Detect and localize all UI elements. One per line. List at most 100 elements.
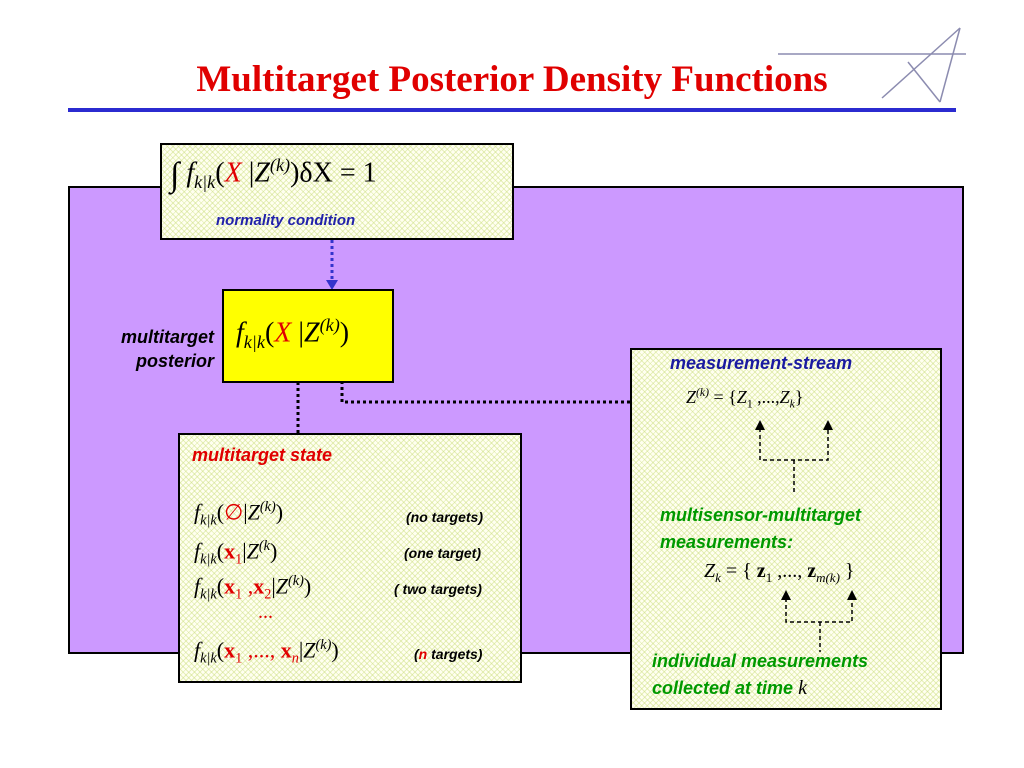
measurement-set-equation: Zk = { z1 ,..., zm(k) } xyxy=(704,560,855,586)
x1-subscript: 1 xyxy=(235,650,243,667)
zm-symbol: z xyxy=(807,560,817,582)
multisensor-line-1: multisensor-multitarget xyxy=(660,505,862,525)
bar: | xyxy=(298,637,304,663)
multisensor-line-2: measurements: xyxy=(660,532,794,552)
bar: | xyxy=(271,573,276,599)
Z-superscript: (k xyxy=(258,538,270,554)
xn-subscript: n xyxy=(291,650,299,667)
Z1-symbol: Z xyxy=(736,387,747,407)
comma: , xyxy=(242,573,254,599)
paren-close: ) xyxy=(339,317,350,349)
paren-open: ( xyxy=(216,637,225,663)
Z-symbol: Z xyxy=(686,387,697,407)
empty-set-symbol: ∅ xyxy=(224,499,244,525)
Z-superscript: (k) xyxy=(269,155,291,175)
ellipsis: ,..., xyxy=(772,560,808,582)
title-underline xyxy=(68,108,956,112)
note-n: n xyxy=(418,646,428,662)
brace-close: } xyxy=(839,560,855,582)
f-subscript: k|k xyxy=(200,551,217,568)
individual-line-1: individual measurements xyxy=(652,651,869,671)
f-symbol: f xyxy=(194,538,201,564)
zm-subscript: m(k) xyxy=(816,570,840,585)
time-k: k xyxy=(798,677,807,699)
paren-close: ) xyxy=(331,637,339,663)
measurement-box: measurement-stream Z(k) = {Z1 ,...,Zk} m… xyxy=(630,348,942,710)
state-row-one-target: fk|k(x1|Z(k) xyxy=(194,538,277,569)
z1-subscript: 1 xyxy=(765,570,773,585)
state-ellipsis: ... xyxy=(258,601,273,623)
xn-symbol: x xyxy=(280,637,292,663)
posterior-equation: fk|k(X |Z(k)) xyxy=(236,315,349,353)
state-row-two-targets: fk|k(x1 ,x2|Z(k)) xyxy=(194,573,311,604)
X-symbol: X xyxy=(224,157,242,189)
Zk-symbol: Z xyxy=(779,387,790,407)
individual-measurements-label: individual measurements collected at tim… xyxy=(652,648,868,702)
x-subscript: 1 xyxy=(235,551,243,568)
Z-symbol: Z xyxy=(303,317,320,349)
paren-close: ) xyxy=(275,499,284,525)
f-subscript: k|k xyxy=(200,650,217,667)
paren-close: ) xyxy=(270,538,278,564)
f-symbol: f xyxy=(194,637,201,663)
Z-superscript: (k) xyxy=(315,637,332,653)
Z-superscript: (k) xyxy=(319,315,340,335)
state-row-n-targets: fk|k(x1 ,..., xn|Z(k)) xyxy=(194,637,339,668)
note-open: ( xyxy=(414,646,419,662)
f-subscript: k|k xyxy=(200,512,217,529)
paren-open: ( xyxy=(216,573,225,599)
brace-close: } xyxy=(794,387,804,407)
stream-heading: measurement-stream xyxy=(670,353,853,373)
x1-symbol: x xyxy=(224,573,236,599)
paren-close: ) xyxy=(303,573,312,599)
ellipsis: ,..., xyxy=(752,387,780,407)
state-heading: multitarget state xyxy=(192,445,333,465)
X-symbol: X xyxy=(274,317,292,349)
f-subscript: k|k xyxy=(243,331,265,352)
Z-superscript: (k) xyxy=(696,386,709,399)
Z-symbol: Z xyxy=(247,499,260,525)
equals-brace: = { xyxy=(709,387,737,407)
posterior-box: fk|k(X |Z(k)) xyxy=(222,289,394,383)
Zk-symbol: Z xyxy=(704,560,716,582)
posterior-side-label: multitarget posterior xyxy=(80,325,214,373)
Zk-subscript: k xyxy=(789,397,795,411)
side-label-line-2: posterior xyxy=(135,351,214,371)
Z-superscript: (k) xyxy=(288,573,304,589)
paren-open: ( xyxy=(216,538,225,564)
Z-superscript: (k) xyxy=(259,499,276,515)
f-subscript: k|k xyxy=(194,171,216,192)
f-symbol: f xyxy=(194,573,201,599)
Z-symbol: Z xyxy=(254,157,270,189)
x1-symbol: x xyxy=(224,637,236,663)
paren-open: ( xyxy=(264,317,275,349)
state-row-no-targets: fk|k(∅|Z(k)) xyxy=(194,499,283,530)
bar: | xyxy=(291,317,304,349)
z1-symbol: z xyxy=(756,560,766,582)
paren-open: ( xyxy=(215,157,225,189)
bar: | xyxy=(242,538,247,564)
note-two-targets: ( two targets) xyxy=(394,581,482,597)
note-n-targets: (n targets) xyxy=(414,646,482,662)
x2-symbol: x xyxy=(253,573,265,599)
normality-equation: ∫ fk|k(X |Z(k))δX = 1 xyxy=(170,155,377,194)
f-symbol: f xyxy=(194,499,201,525)
equals-brace: = { xyxy=(720,560,757,582)
x2-subscript: 2 xyxy=(264,586,272,603)
note-one-target: (one target) xyxy=(404,545,481,561)
Z-symbol: Z xyxy=(303,637,316,663)
multitarget-state-box: multitarget state fk|k(∅|Z(k)) (no targe… xyxy=(178,433,522,683)
bar: | xyxy=(241,157,255,189)
individual-line-2: collected at time xyxy=(652,678,794,698)
x1-subscript: 1 xyxy=(235,586,243,603)
page-title: Multitarget Posterior Density Functions xyxy=(196,59,828,100)
Zk-subscript: k xyxy=(715,570,721,585)
normality-box: ∫ fk|k(X |Z(k))δX = 1 normality conditio… xyxy=(160,143,514,240)
paren-open: ( xyxy=(216,499,225,525)
Z1-subscript: 1 xyxy=(746,397,753,411)
note-no-targets: (no targets) xyxy=(406,509,483,525)
side-label-line-1: multitarget xyxy=(120,327,214,347)
note-rest: targets) xyxy=(427,646,483,662)
f-subscript: k|k xyxy=(200,586,217,603)
delta-X-equals-one: δX = 1 xyxy=(299,157,377,189)
